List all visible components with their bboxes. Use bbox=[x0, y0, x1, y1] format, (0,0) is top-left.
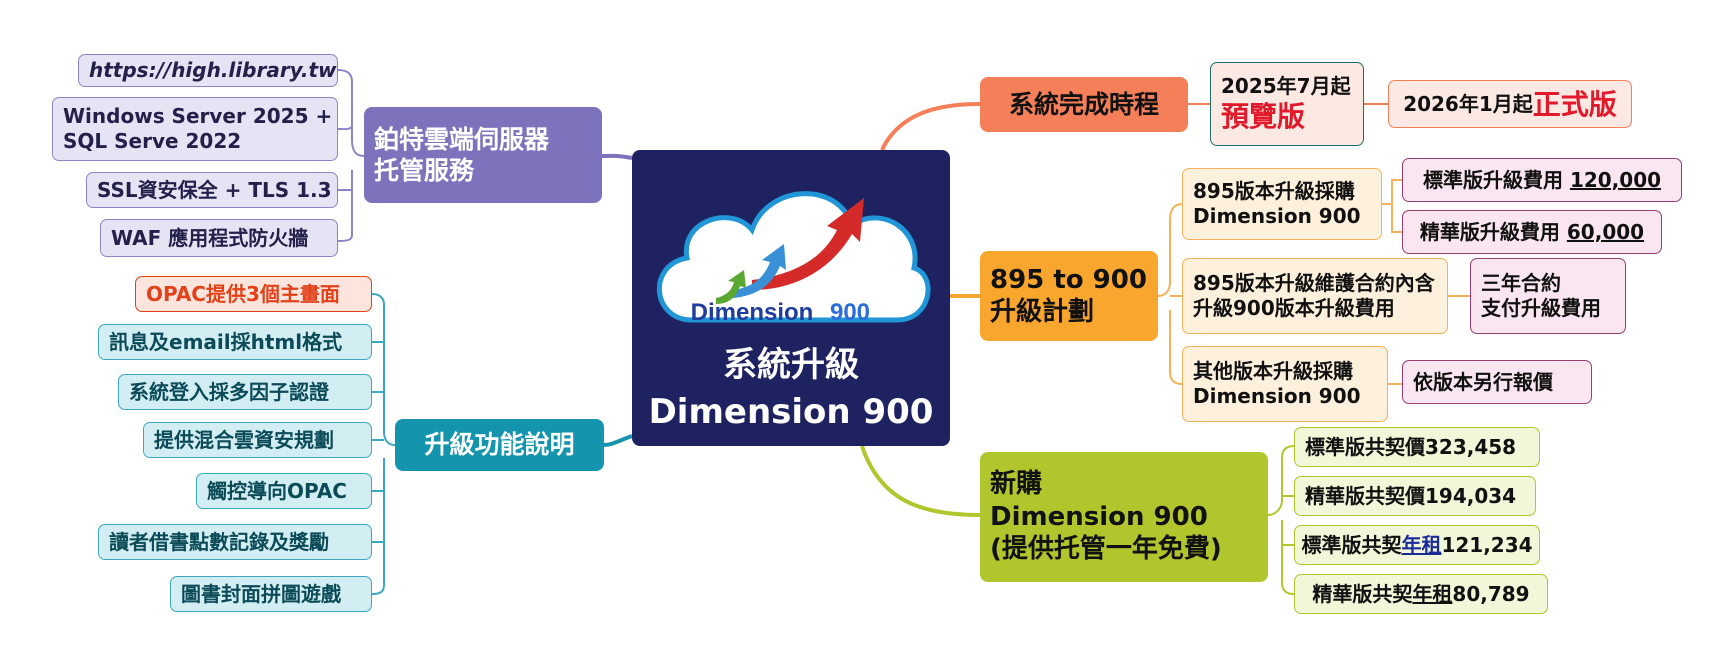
features-item-touch-text: 觸控導向OPAC bbox=[207, 478, 347, 503]
upgrade-topic: 895 to 900 升級計劃 bbox=[980, 251, 1158, 341]
features-title: 升級功能說明 bbox=[424, 430, 575, 460]
features-item-opac: OPAC提供3個主畫面 bbox=[135, 276, 372, 312]
hosting-windows-line1: Windows Server 2025 + bbox=[63, 104, 333, 128]
upgrade-premium-amount: 60,000 bbox=[1566, 219, 1645, 244]
hosting-url-text: https://high.library.tw bbox=[89, 58, 337, 82]
new-purchase-title-line2: Dimension 900 bbox=[990, 501, 1208, 532]
features-item-points-text: 讀者借書點數記錄及獎勵 bbox=[109, 529, 329, 554]
upgrade-title-line2: 升級計劃 bbox=[990, 297, 1095, 327]
features-item-puzzle-text: 圖書封面拼圖遊戲 bbox=[181, 581, 341, 606]
upgrade-quote-text: 依版本另行報價 bbox=[1413, 369, 1553, 394]
hosting-title-line2: 托管服務 bbox=[374, 156, 475, 185]
connector-center-schedule bbox=[880, 102, 981, 151]
upgrade-option-maintenance-line2: 升級900版本升級費用 bbox=[1193, 296, 1395, 320]
upgrade-option-purchase-line1: 895版本升級採購 bbox=[1193, 179, 1355, 203]
hosting-url-item: https://high.library.tw bbox=[78, 54, 338, 87]
upgrade-option-purchase-line2: Dimension 900 bbox=[1193, 204, 1361, 228]
new-rent-premium-link[interactable]: 年租 bbox=[1412, 581, 1453, 606]
upgrade-option-other-line2: Dimension 900 bbox=[1193, 384, 1361, 408]
new-price-standard: 標準版共契價323,458 bbox=[1294, 427, 1540, 467]
schedule-title: 系統完成時程 bbox=[1008, 89, 1159, 119]
upgrade-contract: 三年合約 支付升級費用 bbox=[1470, 258, 1626, 334]
new-purchase-topic: 新購 Dimension 900 (提供托管一年免費) bbox=[980, 452, 1268, 582]
new-price-standard-text: 標準版共契價323,458 bbox=[1305, 434, 1517, 459]
connector-center-hosting bbox=[601, 153, 633, 160]
central-title: 系統升級 Dimension 900 bbox=[632, 342, 950, 436]
features-item-opac-text: OPAC提供3個主畫面 bbox=[146, 281, 340, 306]
new-price-premium: 精華版共契價194,034 bbox=[1294, 476, 1536, 516]
new-purchase-title-line3: (提供托管一年免費) bbox=[990, 534, 1222, 565]
connector-new-leaves bbox=[1267, 445, 1295, 595]
hosting-ssl-text: SSL資安保全 + TLS 1.3 bbox=[97, 177, 332, 202]
hosting-topic: 鉑特雲端伺服器 托管服務 bbox=[364, 107, 602, 203]
schedule-preview: 2025年7月起 預覽版 bbox=[1210, 62, 1364, 146]
hosting-title-line1: 鉑特雲端伺服器 bbox=[374, 124, 550, 154]
features-topic: 升級功能說明 bbox=[395, 419, 604, 471]
upgrade-standard-amount: 120,000 bbox=[1569, 167, 1662, 192]
upgrade-option-other: 其他版本升級採購 Dimension 900 bbox=[1182, 346, 1388, 422]
upgrade-standard-fee: 標準版升級費用 120,000 bbox=[1402, 158, 1682, 202]
upgrade-premium-fee: 精華版升級費用 60,000 bbox=[1402, 210, 1662, 254]
connector-center-new bbox=[860, 445, 981, 517]
schedule-topic: 系統完成時程 bbox=[980, 77, 1188, 132]
new-rent-premium-amount: 80,789 bbox=[1452, 581, 1530, 606]
upgrade-premium-label: 精華版升級費用 bbox=[1419, 219, 1560, 244]
features-item-mfa-text: 系統登入採多因子認證 bbox=[129, 379, 329, 404]
connector-features-leaves bbox=[371, 293, 396, 595]
hosting-waf-text: WAF 應用程式防火牆 bbox=[111, 225, 309, 250]
red-arrow-icon bbox=[752, 198, 864, 290]
logo-text-dimension: Dimension bbox=[691, 299, 814, 326]
hosting-windows-item: Windows Server 2025 + SQL Serve 2022 bbox=[52, 97, 338, 161]
new-rent-standard-link[interactable]: 年租 bbox=[1401, 532, 1442, 557]
upgrade-contract-line2: 支付升級費用 bbox=[1481, 296, 1601, 320]
upgrade-option-maintenance: 895版本升級維護合約內含 升級900版本升級費用 bbox=[1182, 258, 1448, 334]
hosting-windows-line2: SQL Serve 2022 bbox=[63, 129, 242, 153]
features-item-html-text: 訊息及email採html格式 bbox=[109, 329, 343, 354]
upgrade-standard-label: 標準版升級費用 bbox=[1422, 167, 1563, 192]
central-topic: Dimension 900 系統升級 Dimension 900 bbox=[632, 150, 950, 446]
upgrade-option-other-line1: 其他版本升級採購 bbox=[1193, 359, 1353, 383]
central-title-line1: 系統升級 bbox=[723, 345, 859, 385]
new-price-premium-text: 精華版共契價194,034 bbox=[1305, 483, 1517, 508]
features-item-hybrid: 提供混合雲資安規劃 bbox=[143, 422, 372, 458]
new-rent-standard-amount: 121,234 bbox=[1441, 532, 1533, 557]
hosting-ssl-item: SSL資安保全 + TLS 1.3 bbox=[86, 172, 338, 208]
logo-text-900: 900 bbox=[830, 299, 870, 326]
hosting-waf-item: WAF 應用程式防火牆 bbox=[100, 219, 338, 257]
connector-upgrade-leaves bbox=[1157, 179, 1470, 385]
features-item-hybrid-text: 提供混合雲資安規劃 bbox=[154, 427, 334, 452]
upgrade-option-maintenance-line1: 895版本升級維護合約內含 bbox=[1193, 271, 1435, 295]
cloud-upgrade-logo: Dimension 900 bbox=[657, 191, 931, 326]
upgrade-option-purchase: 895版本升級採購 Dimension 900 bbox=[1182, 168, 1382, 240]
upgrade-quote: 依版本另行報價 bbox=[1402, 360, 1592, 404]
features-item-puzzle: 圖書封面拼圖遊戲 bbox=[170, 576, 372, 612]
connector-center-features bbox=[603, 434, 633, 447]
upgrade-title-line1: 895 to 900 bbox=[990, 264, 1147, 295]
schedule-preview-date: 2025年7月起 bbox=[1221, 74, 1351, 98]
connector-hosting-leaves bbox=[337, 69, 365, 242]
features-item-points: 讀者借書點數記錄及獎勵 bbox=[98, 524, 372, 560]
features-item-html: 訊息及email採html格式 bbox=[98, 324, 372, 360]
features-item-mfa: 系統登入採多因子認證 bbox=[118, 374, 372, 410]
features-item-touch: 觸控導向OPAC bbox=[196, 473, 372, 509]
schedule-official-date: 2026年1月起 bbox=[1403, 91, 1533, 116]
new-rent-standard-prefix: 標準版共契 bbox=[1301, 532, 1402, 557]
new-rent-premium-prefix: 精華版共契 bbox=[1312, 581, 1413, 606]
central-title-line2: Dimension 900 bbox=[648, 391, 934, 432]
green-arrow-icon bbox=[716, 270, 746, 304]
new-purchase-title-line1: 新購 bbox=[990, 469, 1043, 500]
schedule-official-label: 正式版 bbox=[1532, 87, 1617, 121]
schedule-official: 2026年1月起正式版 bbox=[1388, 80, 1632, 128]
upgrade-contract-line1: 三年合約 bbox=[1481, 271, 1561, 295]
blue-arrow-icon bbox=[732, 244, 786, 298]
schedule-preview-label: 預覽版 bbox=[1221, 100, 1306, 133]
